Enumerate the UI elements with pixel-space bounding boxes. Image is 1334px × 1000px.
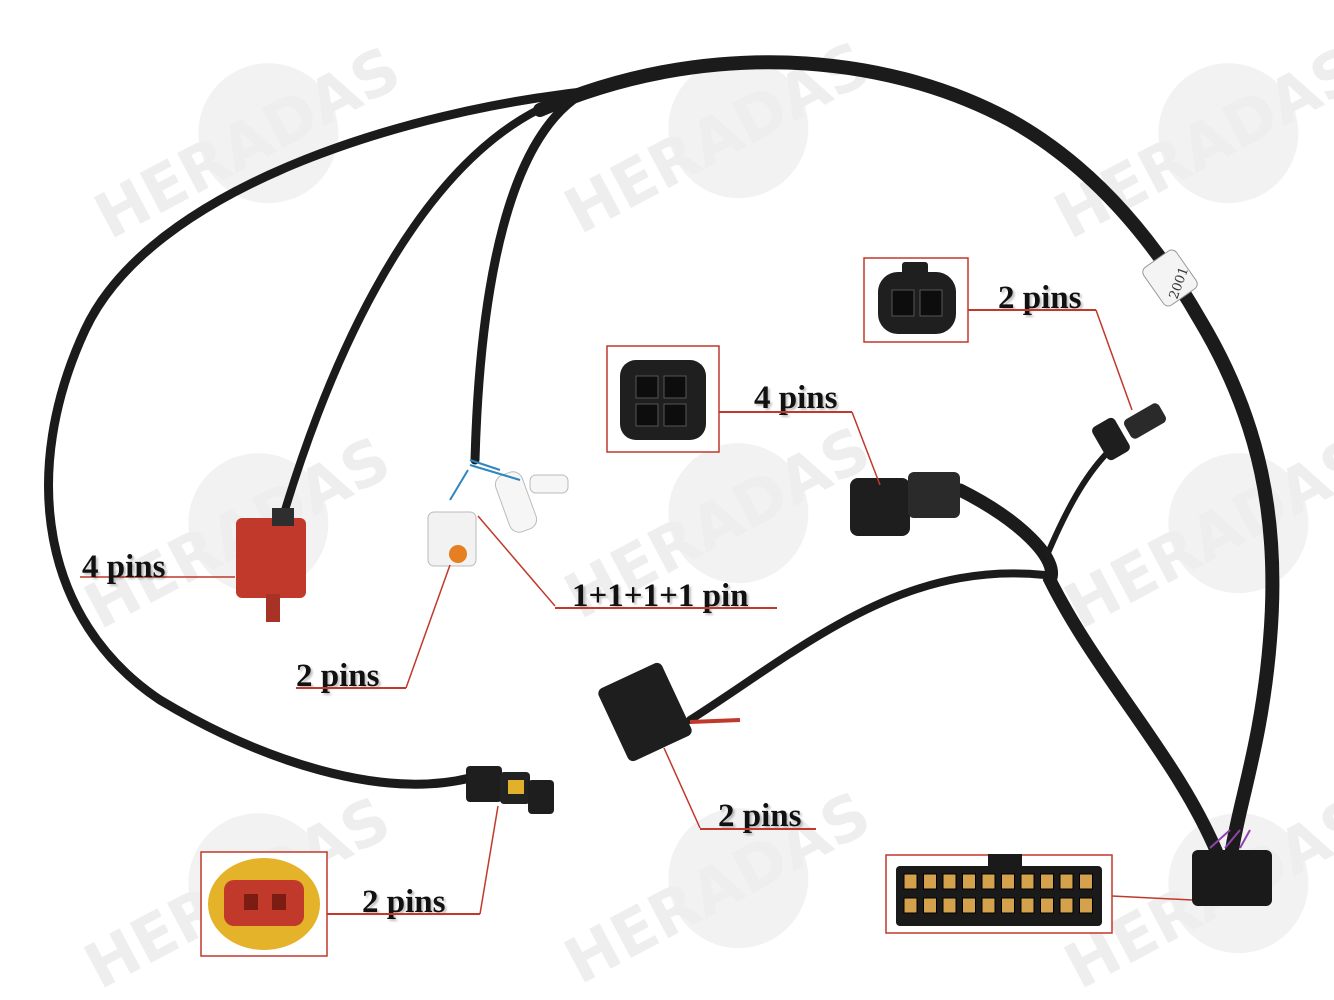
pin-terminal: [1001, 873, 1015, 890]
small-2pin-branch: [1042, 447, 1113, 563]
label-underline: [555, 607, 777, 609]
pin-terminal: [903, 897, 918, 914]
pin-terminal: [923, 873, 937, 890]
inset-two-pin-yellow-red: [200, 851, 328, 957]
red-connector-branch: [281, 96, 564, 514]
lower-trunk-cable: [953, 483, 1227, 867]
watermark-logos: HERADAS HERADAS HERADAS HERADAS HERADAS …: [73, 27, 1334, 1000]
pin-terminal: [1079, 897, 1093, 914]
small-two-pin-connector: [1092, 403, 1166, 461]
white-connector-branch: [470, 90, 585, 465]
pin-terminal: [981, 873, 996, 890]
pin-terminal: [1079, 873, 1093, 890]
inset-twenty-pin: [885, 854, 1113, 934]
label-underline: [700, 828, 816, 830]
label-underline: [296, 687, 406, 689]
bottom-mid-branch: [686, 569, 1049, 724]
pin-terminal: [942, 897, 957, 914]
pin-terminal: [1001, 897, 1015, 914]
watermark-text: HERADAS: [1053, 422, 1334, 643]
left-loop-cable: [44, 85, 605, 789]
pin-terminal: [981, 897, 996, 914]
pin-terminal: [1059, 897, 1074, 914]
pin-terminal: [1040, 873, 1054, 890]
black-yellow-two-pin-connector: [466, 766, 554, 814]
pin-terminal: [1040, 897, 1054, 914]
black-four-pin-connector: [850, 472, 960, 536]
pin-terminal: [962, 873, 976, 890]
inset-two-pin-black: [863, 257, 969, 343]
label-underline: [327, 913, 480, 915]
label-underline: [719, 411, 852, 413]
pin-terminal: [1020, 873, 1035, 890]
label-2-pins-bottom-mid: 2 pins: [718, 798, 802, 834]
label-4-pins-mid: 4 pins: [754, 380, 838, 416]
pin-terminal: [923, 897, 937, 914]
pin-terminal: [903, 873, 918, 890]
label-underline: [968, 309, 1096, 311]
label-4-pins-left: 4 pins: [82, 549, 166, 585]
white-connectors-group: [427, 459, 569, 567]
pin-terminal: [942, 873, 957, 890]
bottom-mid-two-pin-connector: [598, 662, 741, 762]
callout-leader-lines: [80, 309, 1193, 915]
pin-terminal: [1020, 897, 1035, 914]
main-twenty-pin-connector: [1192, 829, 1272, 906]
pin-terminal: [962, 897, 976, 914]
red-four-pin-connector: [236, 508, 306, 622]
inset-four-pin-black: [606, 345, 720, 453]
pin-terminal: [1059, 873, 1074, 890]
